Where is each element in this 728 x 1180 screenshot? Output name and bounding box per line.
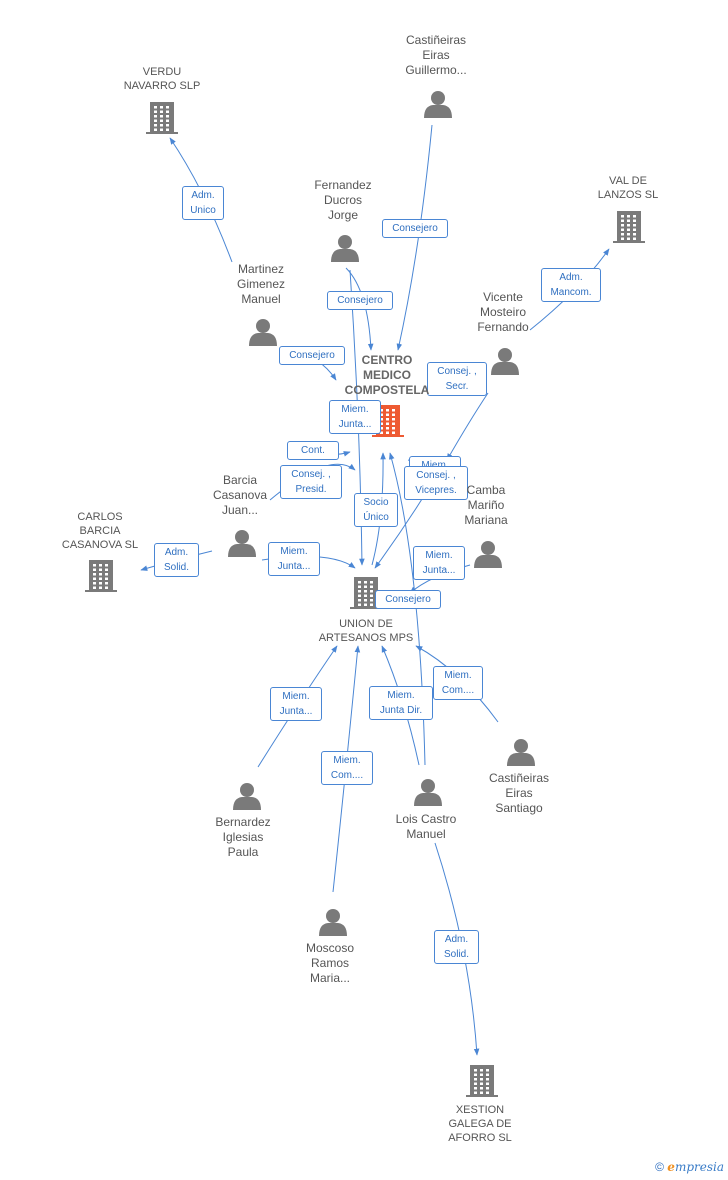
company-name-label[interactable]: XESTION GALEGA DE AFORRO SL xyxy=(448,1104,512,1144)
person-icon[interactable] xyxy=(414,779,442,806)
building-icon[interactable] xyxy=(466,1065,498,1097)
relation-label[interactable]: Adm. Mancom. xyxy=(541,268,601,302)
relation-label[interactable]: Consej. , Presid. xyxy=(280,465,342,499)
person-name-label[interactable]: Bernardez Iglesias Paula xyxy=(215,815,271,859)
relation-label[interactable]: Adm. Solid. xyxy=(154,543,199,577)
company-name-label[interactable]: CENTRO MEDICO COMPOSTELA xyxy=(344,353,430,397)
footer-brand: © empresia xyxy=(655,1160,724,1174)
relation-label[interactable]: Adm. Unico xyxy=(182,186,224,220)
person-icon[interactable] xyxy=(331,235,359,262)
relation-label[interactable]: Cont. xyxy=(287,441,339,460)
relation-label[interactable]: Socio Único xyxy=(354,493,398,527)
person-name-label[interactable]: Camba Mariño Mariana xyxy=(464,483,508,527)
building-icon[interactable] xyxy=(146,102,178,134)
person-icon[interactable] xyxy=(249,319,277,346)
person-name-label[interactable]: Martinez Gimenez Manuel xyxy=(236,262,286,306)
company-name-label[interactable]: VERDU NAVARRO SLP xyxy=(123,66,201,92)
relation-label[interactable]: Miem. Junta Dir. xyxy=(369,686,433,720)
relation-label[interactable]: Consejero xyxy=(279,346,345,365)
person-icon[interactable] xyxy=(507,739,535,766)
relation-label[interactable]: Miem. Junta... xyxy=(268,542,320,576)
relation-label[interactable]: Consejero xyxy=(375,590,441,609)
person-icon[interactable] xyxy=(474,541,502,568)
person-name-label[interactable]: Vicente Mosteiro Fernando xyxy=(477,290,529,334)
relation-label[interactable]: Miem. Junta... xyxy=(413,546,465,580)
person-name-label[interactable]: Lois Castro Manuel xyxy=(395,812,457,841)
relation-label[interactable]: Consej. , Vicepres. xyxy=(404,466,468,500)
person-name-label[interactable]: Barcia Casanova Juan... xyxy=(212,473,268,517)
person-name-label[interactable]: Moscoso Ramos Maria... xyxy=(305,941,355,985)
company-name-label[interactable]: VAL DE LANZOS SL xyxy=(597,175,659,201)
edge-line-e6 xyxy=(446,392,489,461)
relation-label[interactable]: Miem. Junta... xyxy=(270,687,322,721)
relation-label[interactable]: Miem. Com.... xyxy=(321,751,373,785)
relation-label[interactable]: Consej. , Secr. xyxy=(427,362,487,396)
relation-label[interactable]: Consejero xyxy=(327,291,393,310)
company-name-label[interactable]: UNION DE ARTESANOS MPS xyxy=(318,618,414,644)
person-name-label[interactable]: Castiñeiras Eiras Guillermo... xyxy=(405,33,467,77)
person-icon[interactable] xyxy=(228,530,256,557)
person-icon[interactable] xyxy=(319,909,347,936)
relation-label[interactable]: Consejero xyxy=(382,219,448,238)
relation-label[interactable]: Adm. Solid. xyxy=(434,930,479,964)
person-icon[interactable] xyxy=(491,348,519,375)
brand-logo: empresia xyxy=(667,1160,724,1174)
building-icon[interactable] xyxy=(85,560,117,592)
person-name-label[interactable]: Castiñeiras Eiras Santiago xyxy=(488,771,550,815)
relation-label[interactable]: Miem. Junta... xyxy=(329,400,381,434)
person-name-label[interactable]: Fernandez Ducros Jorge xyxy=(314,178,372,222)
copyright-symbol: © xyxy=(655,1160,664,1174)
building-icon[interactable] xyxy=(613,211,645,243)
building-icon[interactable] xyxy=(350,577,382,609)
person-icon[interactable] xyxy=(233,783,261,810)
person-icon[interactable] xyxy=(424,91,452,118)
edge-line-e2 xyxy=(396,124,433,351)
company-name-label[interactable]: CARLOS BARCIA CASANOVA SL xyxy=(61,511,139,551)
relation-label[interactable]: Miem. Com.... xyxy=(433,666,483,700)
